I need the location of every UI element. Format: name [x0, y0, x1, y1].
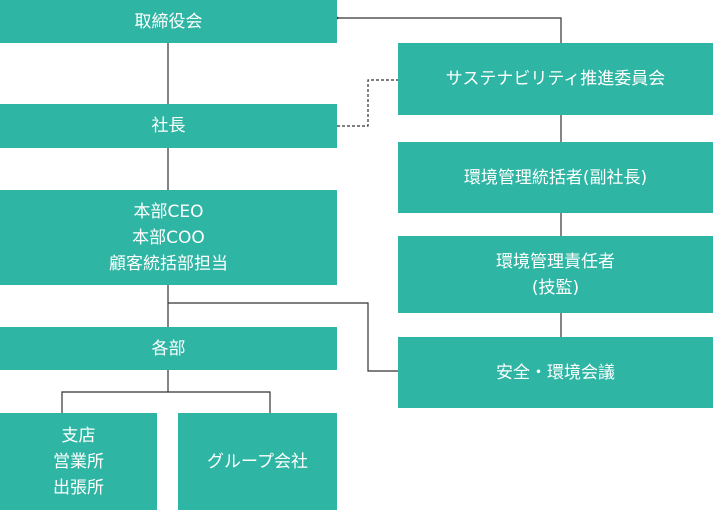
branch-line-3: 出張所 — [53, 477, 104, 498]
president-label: 社長 — [151, 116, 186, 136]
hq-line-customer: 顧客統括部担当 — [109, 253, 228, 274]
branch-line-1: 支店 — [61, 425, 96, 446]
board-label: 取締役会 — [134, 11, 203, 32]
safety-meeting-label: 安全・環境会議 — [496, 362, 615, 383]
sustainability-committee-box: サステナビリティ推進委員会 — [398, 43, 713, 115]
committee-label: サステナビリティ推進委員会 — [445, 69, 666, 89]
departments-box: 各部 — [0, 327, 337, 370]
hq-line-ceo: 本部CEO — [133, 201, 204, 222]
president-box: 社長 — [0, 104, 337, 148]
headquarters-box: 本部CEO 本部COO 顧客統括部担当 — [0, 190, 337, 285]
branch-line-2: 営業所 — [53, 451, 104, 472]
manager-line-1: 環境管理責任者 — [496, 251, 615, 272]
group-companies-label: グループ会社 — [207, 451, 308, 472]
general-manager-label: 環境管理統括者(副社長) — [463, 167, 648, 188]
safety-env-meeting-box: 安全・環境会議 — [398, 337, 713, 408]
departments-label: 各部 — [151, 338, 186, 359]
line-departments-split — [61, 370, 271, 413]
dashed-line-president-committee — [337, 79, 398, 127]
arrow-committee-to-board — [327, 11, 562, 43]
board-box: 取締役会 — [0, 0, 337, 43]
env-manager-box: 環境管理責任者 (技監) — [398, 236, 713, 313]
line-hq-safety-meeting — [168, 302, 398, 372]
hq-line-coo: 本部COO — [132, 227, 205, 248]
group-companies-box: グループ会社 — [178, 413, 337, 510]
branches-box: 支店 営業所 出張所 — [0, 413, 157, 510]
env-general-manager-box: 環境管理統括者(副社長) — [398, 142, 713, 213]
manager-line-2: (技監) — [531, 277, 580, 298]
